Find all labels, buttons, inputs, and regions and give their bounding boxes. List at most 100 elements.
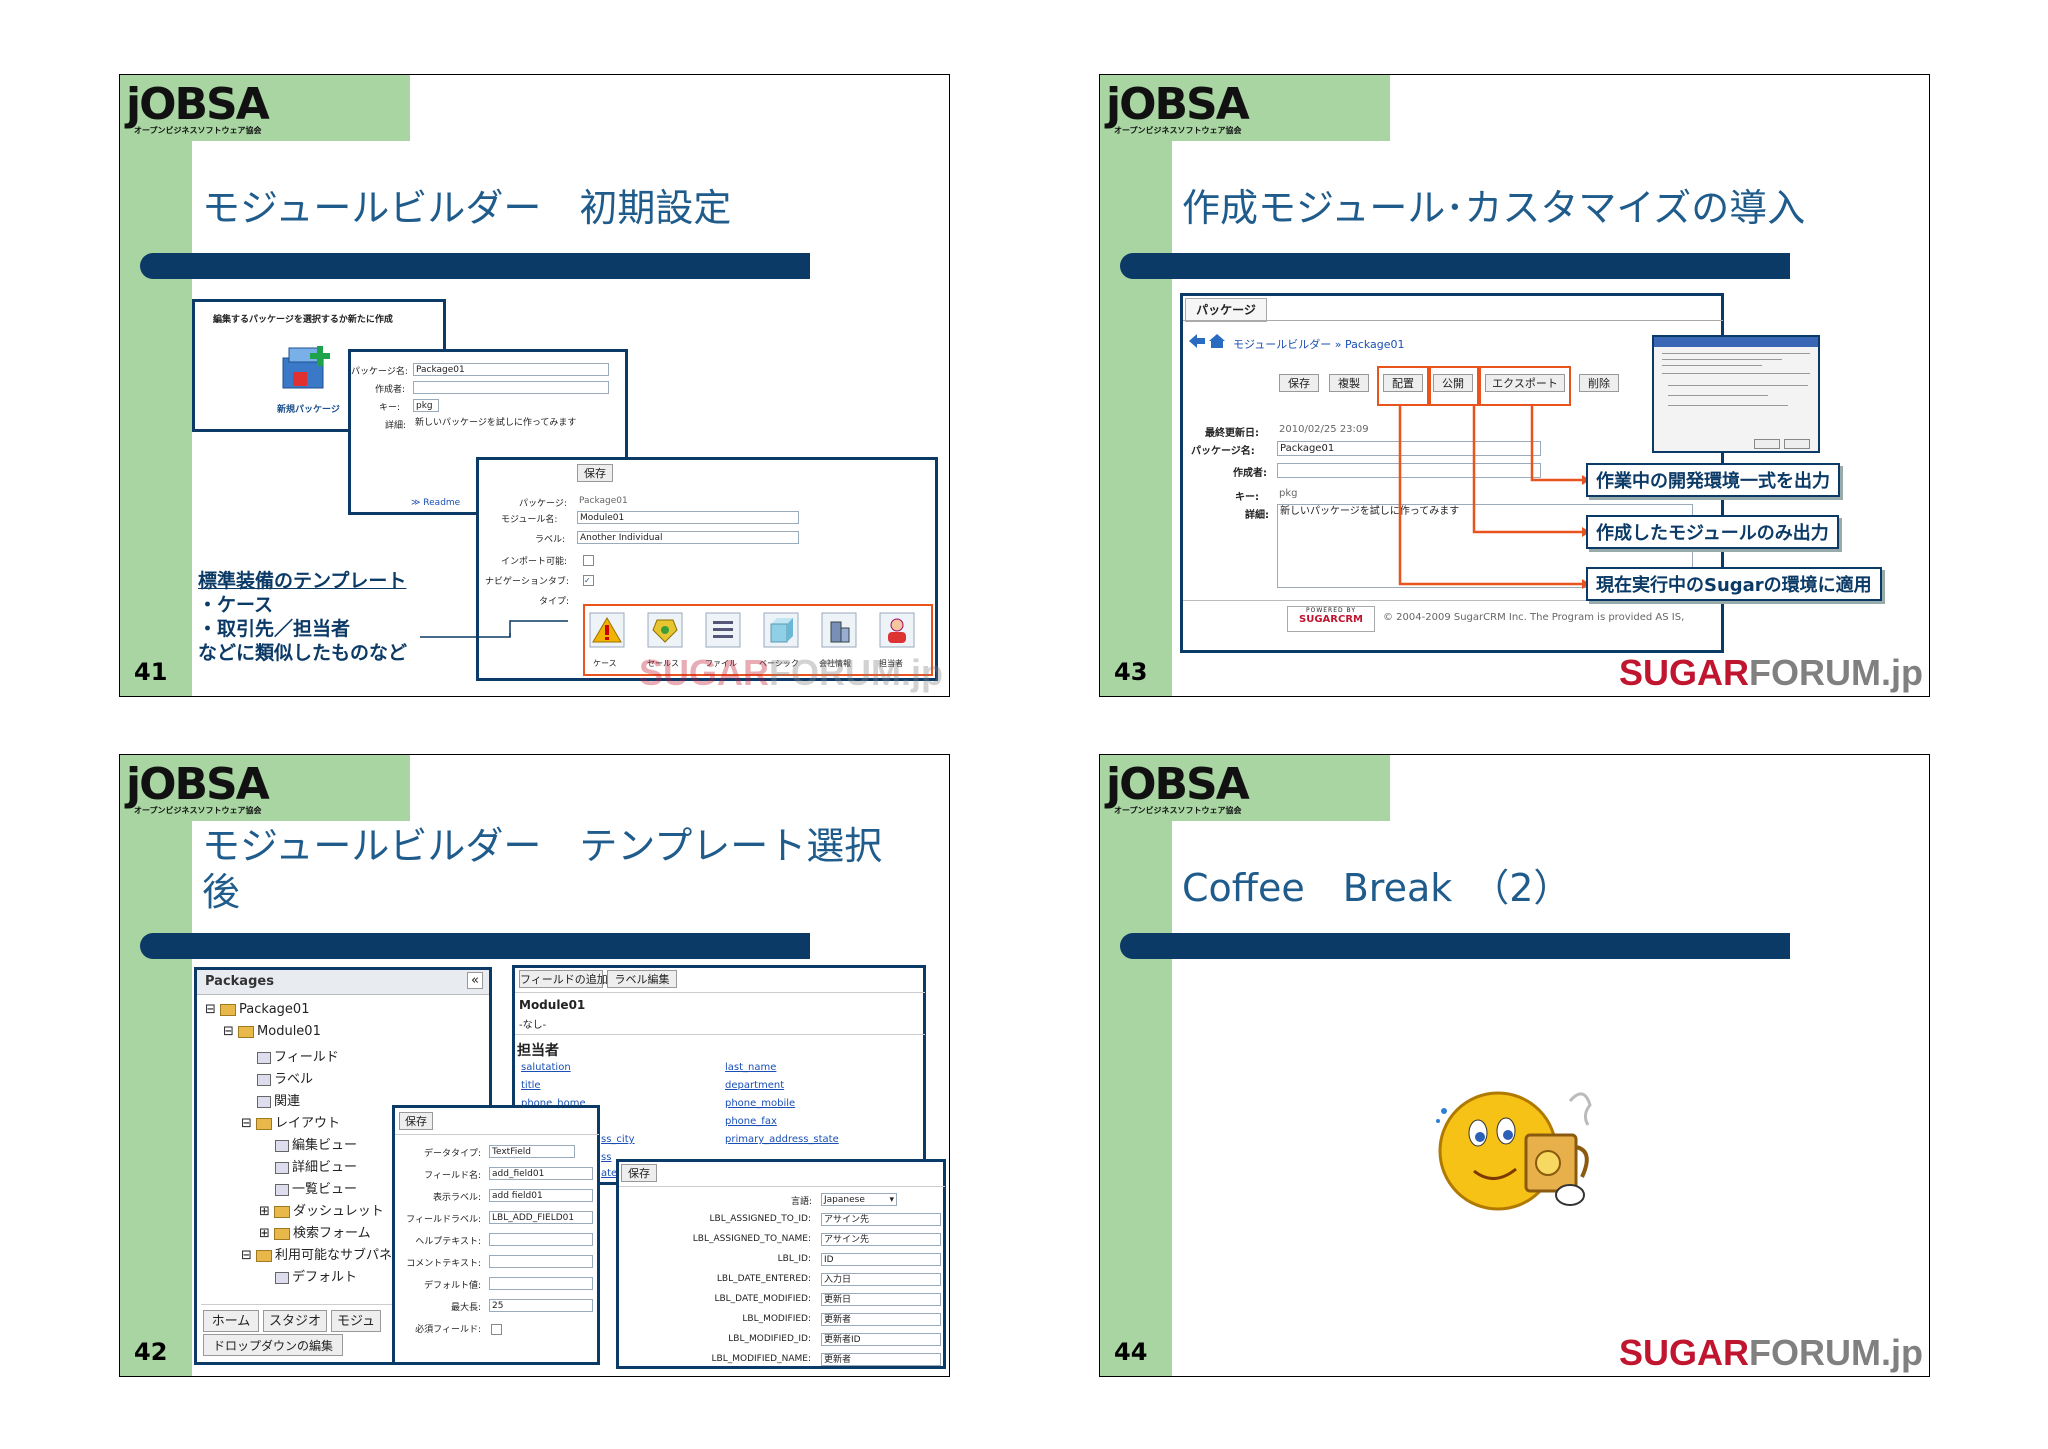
- nav-tab-checkbox[interactable]: ✓: [583, 575, 594, 586]
- green-sidebar: [120, 755, 192, 1376]
- field-link[interactable]: last_name: [725, 1062, 777, 1073]
- form-field[interactable]: add_field01: [489, 1167, 593, 1180]
- label-value-field[interactable]: 更新日: [821, 1293, 941, 1306]
- tree-list-view[interactable]: 一覧ビュー: [275, 1178, 357, 1197]
- tree-module[interactable]: ⊟ Module01: [223, 1024, 321, 1039]
- field-link[interactable]: ss: [601, 1152, 612, 1163]
- field-link[interactable]: phone_mobile: [725, 1098, 796, 1109]
- datatype-select[interactable]: TextField: [489, 1145, 575, 1158]
- tab-module[interactable]: モジュ: [331, 1310, 381, 1332]
- required-checkbox[interactable]: [491, 1324, 502, 1335]
- module-name-field[interactable]: Module01: [577, 511, 799, 524]
- label-key: LBL_MODIFIED_NAME:: [711, 1354, 811, 1364]
- label-value-field[interactable]: 更新者ID: [821, 1333, 941, 1346]
- tree-layouts[interactable]: ⊟ レイアウト: [241, 1116, 341, 1131]
- form-field[interactable]: [489, 1233, 593, 1246]
- form-field[interactable]: LBL_ADD_FIELD01: [489, 1211, 593, 1224]
- form-field[interactable]: [489, 1255, 593, 1268]
- green-header: [1100, 755, 1390, 821]
- dialog-cancel-button[interactable]: [1784, 439, 1810, 449]
- node-icon: [257, 1095, 271, 1108]
- label-value-field[interactable]: アサイン先: [821, 1213, 941, 1226]
- tab-package[interactable]: パッケージ: [1185, 298, 1267, 322]
- back-home-icon[interactable]: [1187, 332, 1227, 350]
- export-button[interactable]: エクスポート: [1485, 374, 1565, 392]
- collapse-button[interactable]: «: [467, 972, 483, 989]
- label-key: LBL_DATE_ENTERED:: [716, 1274, 811, 1284]
- tree-subpanels[interactable]: ⊟ 利用可能なサブパネル: [241, 1248, 406, 1263]
- tree-labels[interactable]: ラベル: [257, 1068, 313, 1087]
- tree-header: Packages «: [197, 970, 489, 995]
- dialog-ok-button[interactable]: [1754, 439, 1780, 449]
- author-field[interactable]: [413, 381, 609, 394]
- add-field-button[interactable]: フィールドの追加: [519, 970, 608, 988]
- label-value-field[interactable]: 更新者: [821, 1353, 941, 1366]
- note-heading: 標準装備のテンプレート: [198, 570, 407, 592]
- type-file[interactable]: ファイル: [705, 612, 755, 668]
- save-button[interactable]: 保存: [399, 1112, 433, 1130]
- tree-package[interactable]: ⊟ Package01: [205, 1002, 310, 1017]
- label-value-field[interactable]: アサイン先: [821, 1233, 941, 1246]
- logo-text: jOBSA: [126, 759, 270, 810]
- field-link[interactable]: salutation: [521, 1062, 571, 1073]
- key-field[interactable]: pkg: [413, 399, 439, 412]
- field-link[interactable]: title: [521, 1080, 541, 1091]
- type-sales[interactable]: セールス: [647, 612, 697, 668]
- form-field[interactable]: 25: [489, 1299, 593, 1312]
- type-basic[interactable]: ベーシック: [759, 612, 813, 668]
- label-field[interactable]: Another Individual: [577, 531, 799, 544]
- delete-button[interactable]: 削除: [1579, 374, 1619, 392]
- green-sidebar: [1100, 75, 1172, 696]
- building-icon: [821, 612, 857, 648]
- tree-edit-view[interactable]: 編集ビュー: [275, 1134, 357, 1153]
- logo-subtitle: オープンビジネスソフトウェア協会: [134, 806, 262, 815]
- tab-studio[interactable]: スタジオ: [263, 1310, 327, 1332]
- deploy-button[interactable]: 配置: [1383, 374, 1423, 392]
- field-link[interactable]: phone_fax: [725, 1116, 777, 1127]
- form-field[interactable]: add field01: [489, 1189, 593, 1202]
- importable-checkbox[interactable]: [583, 555, 594, 566]
- cube-icon: [763, 612, 799, 648]
- type-contact[interactable]: 担当者: [879, 612, 929, 668]
- breadcrumb[interactable]: モジュールビルダー » Package01: [1233, 338, 1405, 351]
- readme-link[interactable]: ≫ Readme: [411, 498, 461, 508]
- field-link[interactable]: ss_city: [601, 1134, 635, 1145]
- person-icon: [879, 612, 915, 648]
- save-button[interactable]: 保存: [1279, 374, 1319, 392]
- new-package-icon[interactable]: [279, 340, 335, 392]
- tree-fields[interactable]: フィールド: [257, 1046, 339, 1065]
- field-link[interactable]: department: [725, 1080, 785, 1091]
- field-link[interactable]: primary_address_state: [725, 1134, 839, 1145]
- slide-title: モジュールビルダー テンプレート選択 後: [202, 823, 882, 915]
- language-value: Japanese: [824, 1195, 865, 1205]
- label-value-field[interactable]: ID: [821, 1253, 941, 1266]
- tab-home[interactable]: ホーム: [203, 1310, 259, 1332]
- label-value-field[interactable]: 更新者: [821, 1313, 941, 1326]
- label-author: 作成者:: [375, 385, 406, 395]
- publish-button[interactable]: 公開: [1433, 374, 1473, 392]
- form-field[interactable]: [489, 1277, 593, 1290]
- language-select[interactable]: Japanese▾: [821, 1193, 897, 1206]
- package-name-field[interactable]: Package01: [413, 363, 609, 376]
- edit-labels-button[interactable]: ラベル編集: [607, 970, 677, 988]
- watermark-forum: FORUM: [1749, 652, 1881, 693]
- field-link[interactable]: phone_home: [521, 1098, 586, 1109]
- type-company[interactable]: 会社情報: [819, 612, 871, 668]
- tree-label: 詳細ビュー: [292, 1160, 358, 1175]
- label-value-field[interactable]: 入力日: [821, 1273, 941, 1286]
- tree-label: 一覧ビュー: [292, 1182, 358, 1197]
- save-button[interactable]: 保存: [621, 1164, 657, 1182]
- tree-detail-view[interactable]: 詳細ビュー: [275, 1156, 357, 1175]
- field-link[interactable]: ate: [601, 1168, 618, 1179]
- callout-connectors: [1398, 404, 1590, 589]
- tree-default[interactable]: デフォルト: [275, 1266, 357, 1285]
- duplicate-button[interactable]: 複製: [1329, 374, 1369, 392]
- tree-search-form[interactable]: ⊞ 検索フォーム: [259, 1226, 371, 1241]
- type-case[interactable]: ケース: [589, 612, 639, 668]
- tree-relationships[interactable]: 関連: [257, 1090, 300, 1109]
- note-item: などに類似したものなど: [198, 642, 408, 664]
- dropdown-edit-button[interactable]: ドロップダウンの編集: [203, 1334, 343, 1356]
- tree-dashlet[interactable]: ⊞ ダッシュレット: [259, 1204, 384, 1219]
- tag-icon: [647, 612, 683, 648]
- save-button[interactable]: 保存: [577, 464, 613, 482]
